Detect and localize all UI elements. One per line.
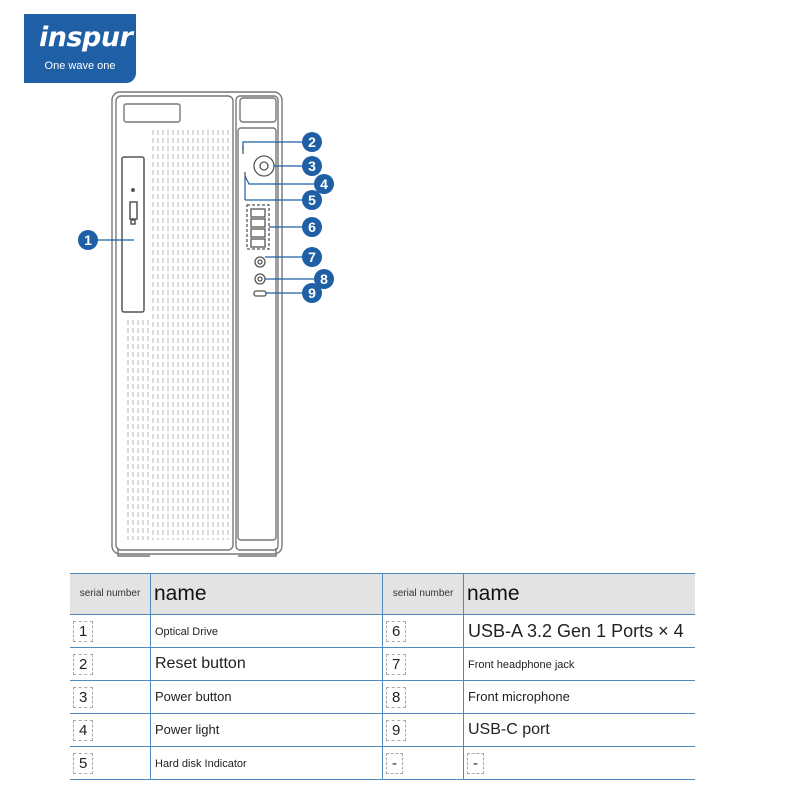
name-cell: USB-C port: [468, 721, 550, 738]
name-cell: USB-A 3.2 Gen 1 Ports × 4: [468, 620, 684, 641]
header-serial-1: serial number: [70, 573, 151, 615]
callout-5: 5: [302, 190, 322, 210]
callout-6-label: 6: [308, 219, 316, 235]
logo-tagline: One wave one: [44, 60, 116, 72]
serial-cell: 2: [73, 653, 94, 675]
callout-4: 4: [314, 174, 334, 194]
table-row: 5 Hard disk Indicator - -: [70, 746, 695, 780]
table-row: 4 Power light 9 USB-C port: [70, 713, 695, 747]
callout-badges: 1 2 3 4 5 6 7 8 9: [78, 132, 334, 303]
logo-wordmark: inspur: [39, 22, 133, 53]
tower-chassis: [111, 91, 283, 557]
name-cell: Hard disk Indicator: [155, 758, 247, 770]
name-cell: Reset button: [155, 655, 246, 672]
callout-6: 6: [302, 217, 322, 237]
serial-cell: 9: [386, 719, 407, 741]
table-row: 1 Optical Drive 6 USB-A 3.2 Gen 1 Ports …: [70, 614, 695, 648]
serial-cell: 7: [386, 653, 407, 675]
callout-2: 2: [302, 132, 322, 152]
callout-5-label: 5: [308, 192, 316, 208]
header-serial-2: serial number: [382, 573, 464, 615]
serial-cell: 8: [386, 686, 407, 708]
callout-8: 8: [314, 269, 334, 289]
serial-cell: 6: [386, 620, 407, 642]
optical-drive: [121, 156, 145, 313]
serial-cell: 5: [73, 752, 94, 774]
callout-leaders: [97, 141, 314, 294]
name-cell: Power light: [155, 722, 220, 737]
name-cell: Optical Drive: [155, 626, 218, 638]
callout-3: 3: [302, 156, 322, 176]
brand-logo: inspur One wave one: [24, 14, 136, 83]
callout-7: 7: [302, 247, 322, 267]
callout-1-label: 1: [84, 232, 92, 248]
header-name-2: name: [463, 573, 695, 615]
callout-1: 1: [78, 230, 98, 250]
table-row: 3 Power button 8 Front microphone: [70, 680, 695, 714]
name-cell: Front headphone jack: [468, 659, 575, 671]
name-cell: -: [467, 752, 484, 774]
name-cell: Front microphone: [468, 689, 570, 704]
front-grille: [127, 130, 229, 540]
header-name-1: name: [150, 573, 383, 615]
callout-4-label: 4: [320, 176, 328, 192]
serial-cell: 4: [73, 719, 94, 741]
callout-9-label: 9: [308, 285, 316, 301]
table-row: 2 Reset button 7 Front headphone jack: [70, 647, 695, 681]
callout-2-label: 2: [308, 134, 316, 150]
callout-3-label: 3: [308, 158, 316, 174]
serial-cell: 3: [73, 686, 94, 708]
callout-9: 9: [302, 283, 322, 303]
pc-front-diagram: 1 2 3 4 5 6 7 8 9: [78, 91, 334, 557]
io-panel: [242, 146, 275, 297]
table-header-row: serial number name serial number name: [70, 573, 695, 615]
callout-8-label: 8: [320, 271, 328, 287]
serial-cell: -: [386, 752, 403, 774]
component-table: serial number name serial number name 1 …: [70, 573, 695, 780]
serial-cell: 1: [73, 620, 94, 642]
callout-7-label: 7: [308, 249, 316, 265]
name-cell: Power button: [155, 689, 232, 704]
